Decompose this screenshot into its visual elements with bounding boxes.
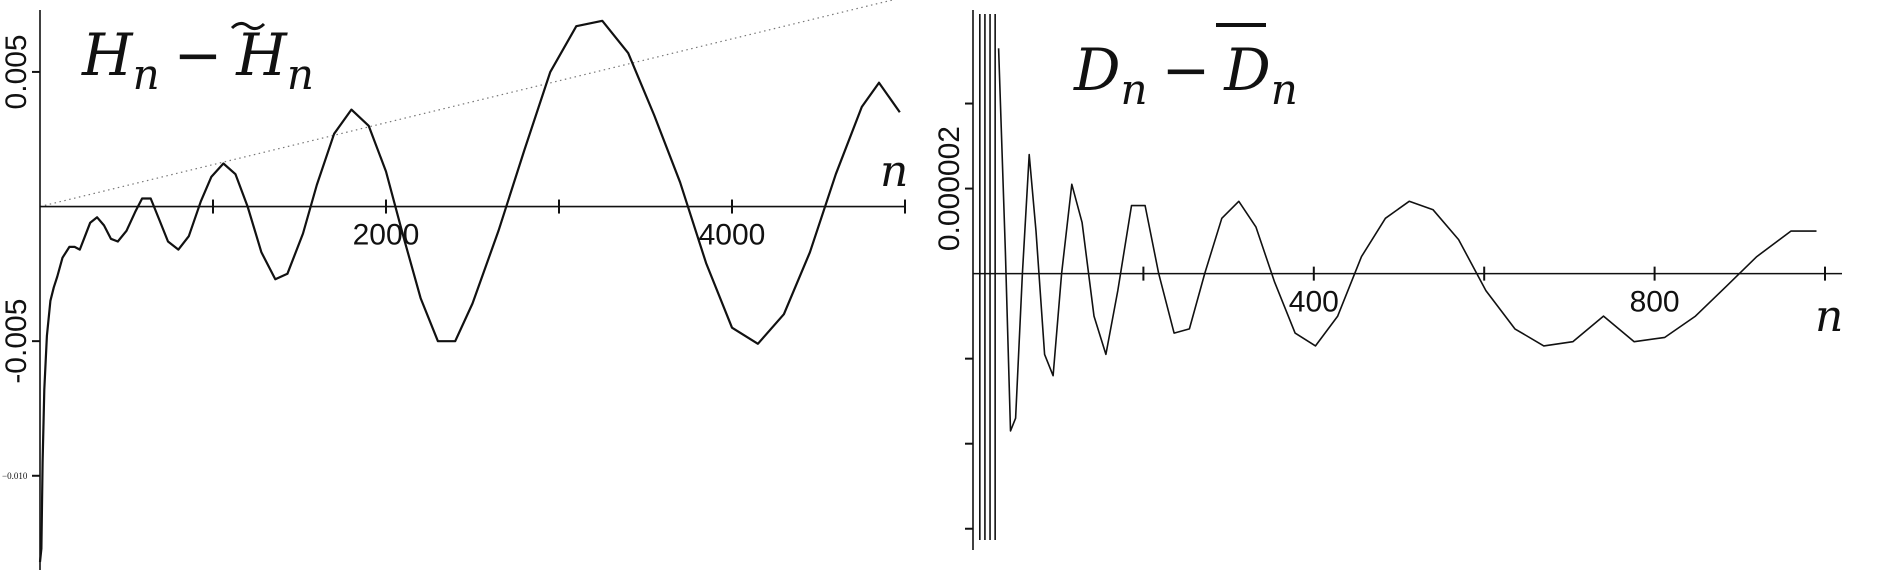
x-tick-labels: 2000 4000 bbox=[353, 219, 766, 252]
title-minus: − bbox=[1162, 36, 1211, 104]
title-subscript2: n bbox=[1271, 65, 1298, 114]
y-tick-labels: 0.000002 bbox=[933, 126, 966, 251]
y-tick-label: 0.000002 bbox=[933, 126, 966, 251]
y-tick-labels: 0.005 -0.005 −0.010 bbox=[0, 34, 33, 480]
series-line bbox=[997, 48, 1817, 432]
x-tick-label: 800 bbox=[1630, 286, 1680, 319]
x-ticks bbox=[212, 199, 906, 214]
x-ticks bbox=[1142, 266, 1826, 281]
title-base: D bbox=[1073, 36, 1121, 104]
x-tick-labels: 400 800 bbox=[1289, 286, 1680, 319]
x-tick-label: 2000 bbox=[353, 219, 420, 252]
x-axis-label: n bbox=[880, 146, 908, 197]
y-tick-label: -0.005 bbox=[0, 299, 33, 384]
y-ticks bbox=[32, 70, 40, 477]
title-tilde-accent bbox=[230, 21, 266, 31]
title-minus: − bbox=[174, 21, 223, 89]
y-tick-label: −0.010 bbox=[2, 471, 28, 481]
title-base2: D bbox=[1223, 36, 1271, 104]
y-tick-label: 0.005 bbox=[0, 34, 33, 109]
x-tick-label: 4000 bbox=[699, 219, 766, 252]
title-subscript2: n bbox=[287, 50, 314, 99]
title-subscript: n bbox=[133, 50, 160, 99]
title-subscript: n bbox=[1121, 65, 1148, 114]
y-ticks bbox=[965, 102, 973, 530]
chart-title: Hn−Hn bbox=[81, 21, 314, 99]
x-axis-label: n bbox=[1815, 291, 1843, 342]
chart-title: Dn−Dn bbox=[1073, 36, 1298, 114]
title-base: H bbox=[81, 21, 134, 89]
x-tick-label: 400 bbox=[1289, 286, 1339, 319]
title-base2: H bbox=[235, 21, 288, 89]
initial-oscillation-spikes bbox=[979, 14, 996, 540]
series-line bbox=[38, 19, 901, 563]
